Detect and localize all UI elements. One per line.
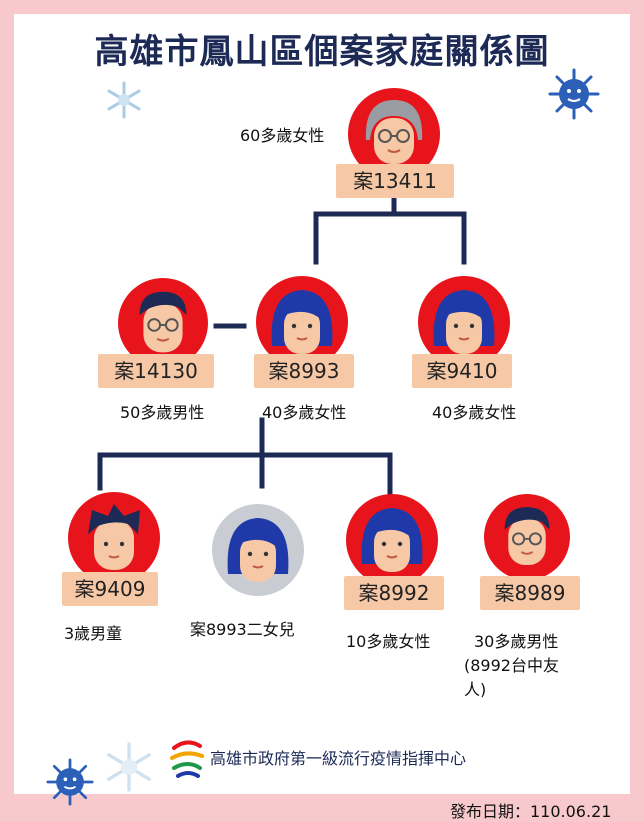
friend-desc-line2: (8992台中友: [464, 656, 559, 675]
mother-case-label: 案8993: [254, 354, 354, 388]
aunt-case-label: 案9410: [412, 354, 512, 388]
release-date: 發布日期：110.06.21: [450, 802, 612, 821]
second-daughter-avatar: [212, 504, 304, 596]
husband-avatar: [118, 278, 208, 368]
footer-organization: 高雄市政府第一級流行疫情指揮中心: [210, 749, 467, 768]
daughter-case-label: 案8992: [344, 576, 444, 610]
husband-desc: 50多歲男性: [120, 403, 205, 422]
kaohsiung-logo-icon: [170, 740, 204, 778]
husband-case-label: 案14130: [98, 354, 214, 388]
friend-desc-line1: 30多歲男性: [474, 632, 559, 651]
friend-avatar: [484, 494, 570, 580]
page-title: 高雄市鳳山區個案家庭關係圖: [94, 32, 550, 72]
virus-icon: [548, 68, 600, 120]
snowflake-icon: [107, 81, 141, 119]
son-case-label: 案9409: [62, 572, 158, 606]
friend-desc-line3: 人): [464, 680, 487, 699]
content-panel: [14, 14, 630, 794]
daughter-desc: 10多歲女性: [346, 632, 431, 651]
aunt-avatar: [418, 276, 510, 368]
grandma-case-label: 案13411: [336, 164, 454, 198]
aunt-desc: 40多歲女性: [432, 403, 517, 422]
grandma-avatar: [348, 88, 440, 180]
daughter-avatar: [346, 494, 438, 586]
mother-desc: 40多歲女性: [262, 403, 347, 422]
mother-avatar: [256, 276, 348, 368]
son-avatar: [68, 492, 160, 584]
second-daughter-desc: 案8993二女兒: [190, 620, 295, 639]
son-desc: 3歲男童: [64, 624, 123, 643]
virus-icon: [46, 758, 94, 806]
grandma-desc: 60多歲女性: [240, 126, 325, 145]
snowflake-icon: [107, 742, 151, 792]
friend-case-label: 案8989: [480, 576, 580, 610]
